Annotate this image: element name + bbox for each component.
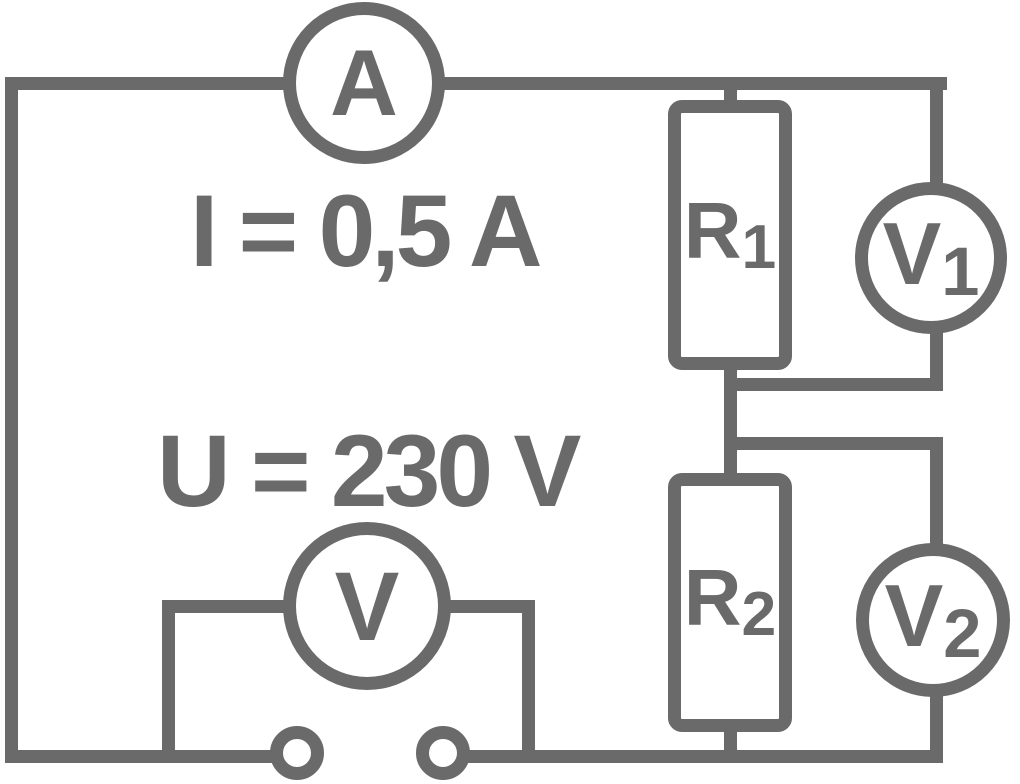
voltmeter-2-label: V2 [884, 565, 982, 672]
wire-branch-v1-bottom [724, 378, 943, 391]
ammeter-symbol: A [283, 2, 445, 164]
wire-main-voltmeter-left-drop [162, 600, 175, 762]
resistor-1-symbol: R1 [668, 100, 792, 370]
voltmeter-1-symbol: V1 [855, 182, 1007, 334]
voltmeter-1-label: V1 [882, 203, 980, 310]
current-annotation: I = 0,5 A [190, 174, 543, 288]
voltage-annotation: U = 230 V [157, 414, 581, 528]
wire-bottom-right [440, 750, 943, 763]
main-voltmeter-symbol: V [283, 522, 451, 690]
wire-main-voltmeter-right-drop [522, 600, 535, 762]
resistor-1-label: R1 [683, 185, 777, 282]
ammeter-label: A [330, 30, 398, 135]
terminal-left [270, 726, 324, 780]
wire-left-vertical [5, 77, 18, 762]
wire-bottom-left [5, 750, 300, 763]
wire-top-horizontal [5, 77, 947, 90]
main-voltmeter-label: V [334, 551, 400, 661]
terminal-right [416, 726, 470, 780]
resistor-2-symbol: R2 [668, 473, 792, 732]
resistor-2-label: R2 [683, 553, 777, 650]
wire-branch-v2-top [724, 437, 943, 450]
voltmeter-2-symbol: V2 [856, 543, 1010, 697]
